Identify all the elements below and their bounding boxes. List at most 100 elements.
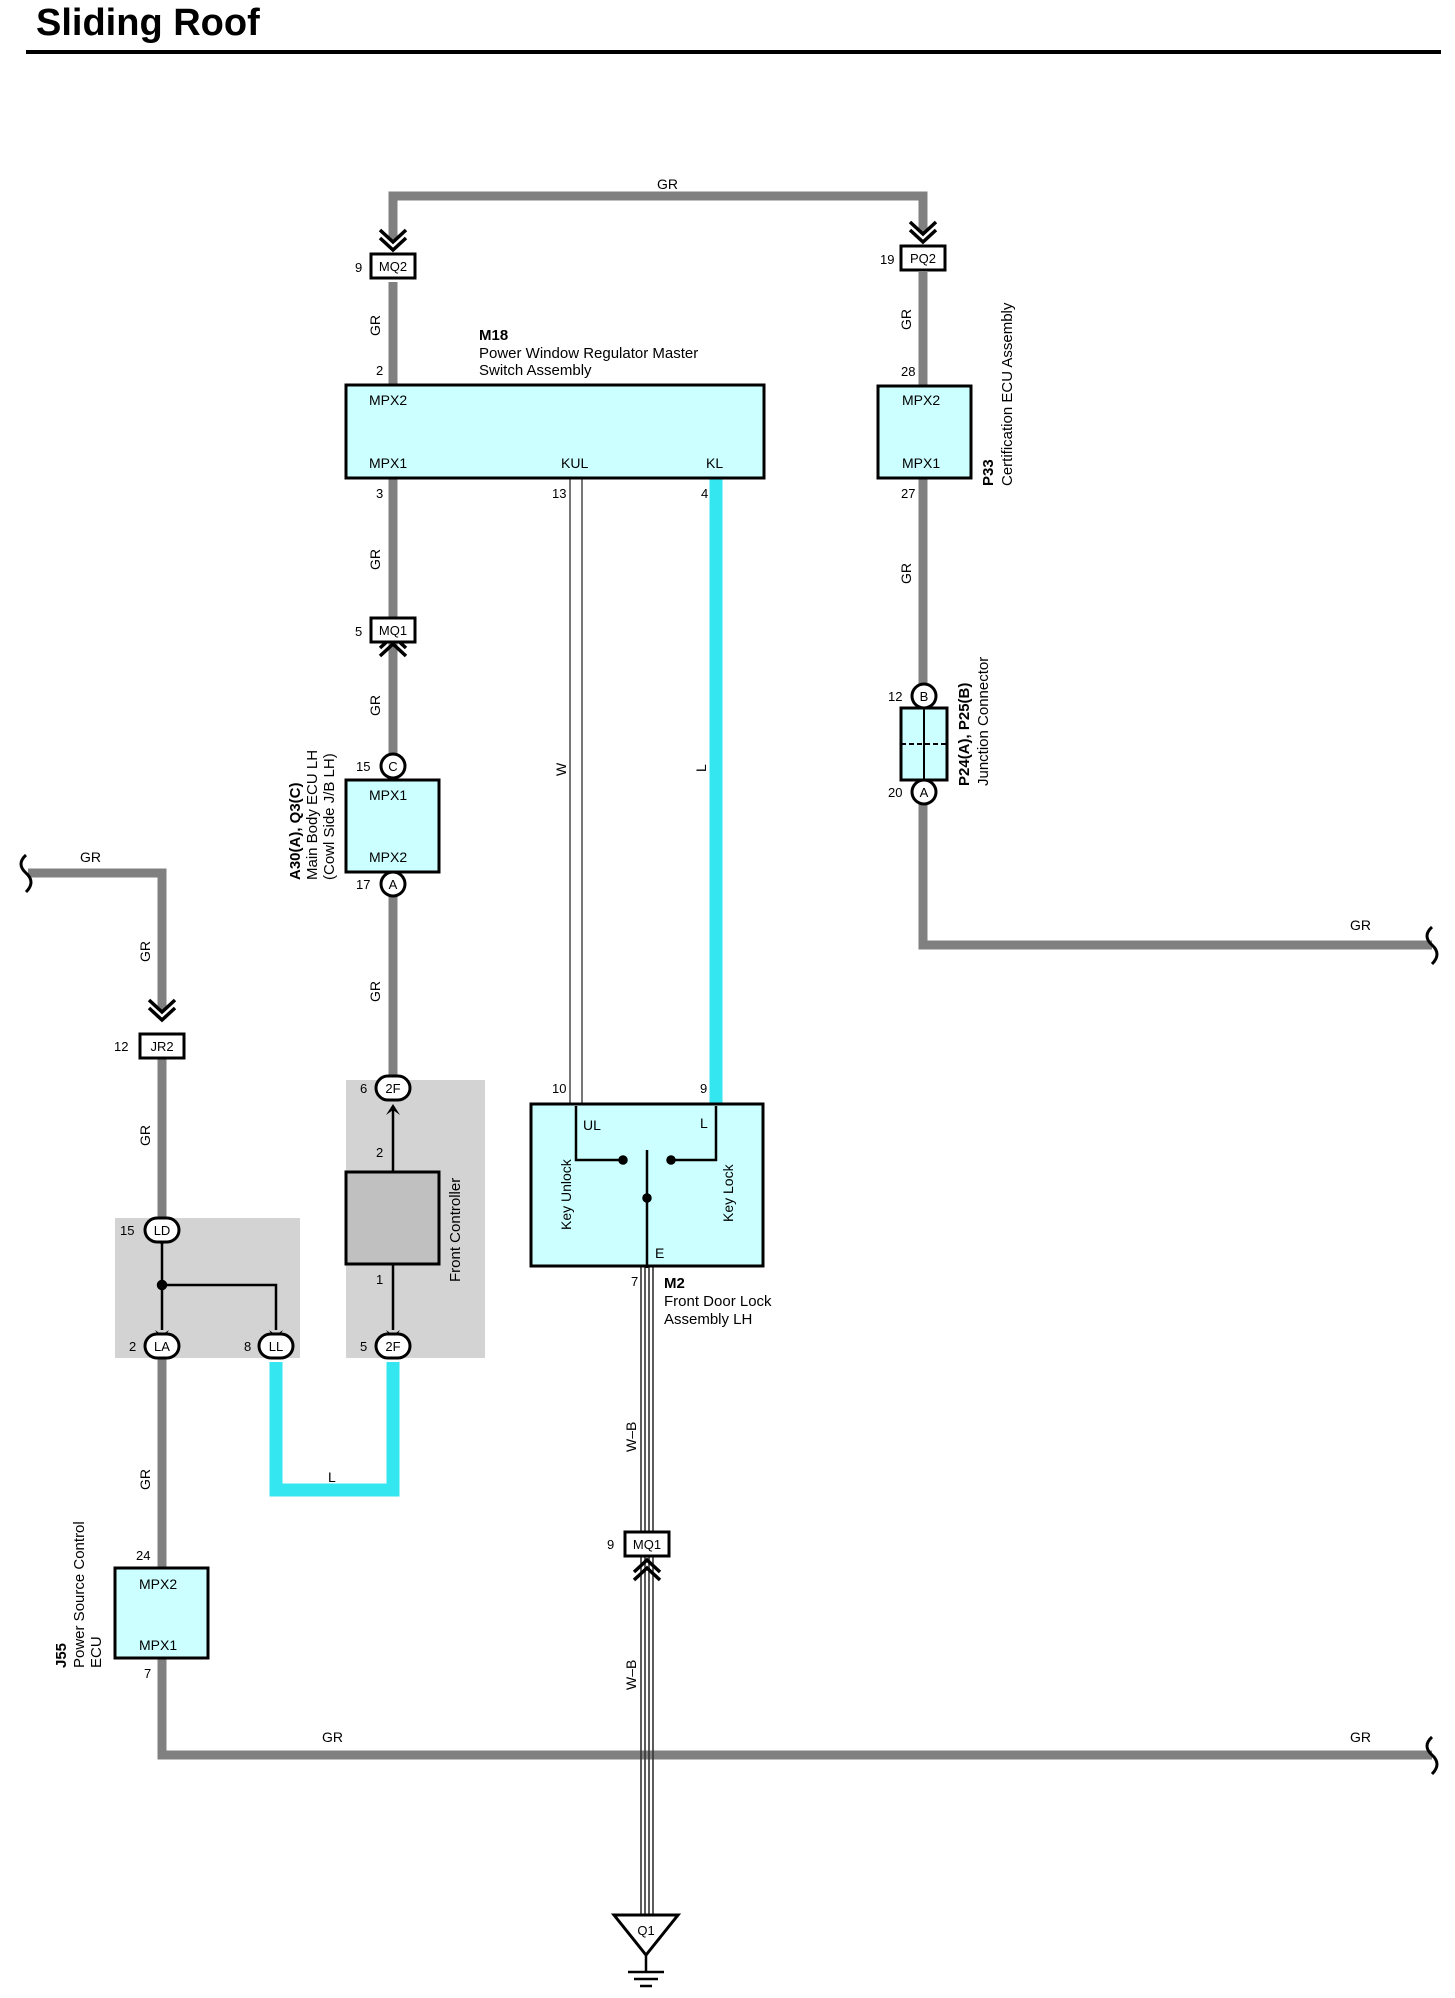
m2-pin-ul: UL bbox=[583, 1117, 601, 1133]
connector-ll bbox=[257, 1332, 295, 1360]
wire-break-right-top bbox=[1425, 925, 1439, 966]
pin-9-mq2: 9 bbox=[355, 260, 362, 275]
m2-switch bbox=[574, 1106, 718, 1250]
a30-name-2: (Cowl Side J/B LH) bbox=[321, 753, 338, 880]
chevrons bbox=[147, 220, 938, 1582]
connector-c bbox=[379, 752, 407, 780]
a30-pin-mpx1: MPX1 bbox=[369, 787, 407, 803]
pin-5-2f: 5 bbox=[360, 1339, 367, 1354]
m2-pin-e: E bbox=[655, 1245, 664, 1261]
connector-a bbox=[379, 870, 407, 898]
wire-l-ll-2f bbox=[269, 1362, 400, 1497]
p33-pin-mpx2: MPX2 bbox=[902, 392, 940, 408]
pin-1-fc: 1 bbox=[376, 1272, 383, 1287]
wire-label-wb-2: W–B bbox=[623, 1660, 639, 1690]
m18-pin-mpx2: MPX2 bbox=[369, 392, 407, 408]
a30-name-1: Main Body ECU LH bbox=[304, 750, 321, 880]
pin-28: 28 bbox=[901, 364, 915, 379]
connector-2f-bottom bbox=[374, 1332, 412, 1360]
connector-mq1-bottom-label: MQ1 bbox=[633, 1537, 661, 1552]
j55-box bbox=[113, 1566, 210, 1660]
p33-name: Certification ECU Assembly bbox=[999, 302, 1016, 486]
pin-8: 8 bbox=[244, 1339, 251, 1354]
pin-10: 10 bbox=[552, 1081, 566, 1096]
wire-label-w: W bbox=[553, 762, 569, 776]
pin-27: 27 bbox=[901, 486, 915, 501]
page-title: Sliding Roof bbox=[36, 2, 260, 44]
connector-a2 bbox=[910, 778, 938, 806]
ground-q1-label: Q1 bbox=[637, 1923, 654, 1938]
p33-pin-mpx1: MPX1 bbox=[902, 455, 940, 471]
connector-b-label: B bbox=[920, 689, 929, 704]
wire-label-gr-1: GR bbox=[367, 315, 383, 336]
wire-label-wb-1: W–B bbox=[623, 1422, 639, 1452]
wire-label-gr-6: GR bbox=[898, 563, 914, 584]
connector-mq1-bottom bbox=[623, 1530, 671, 1558]
wire-label-gr-top: GR bbox=[657, 176, 678, 192]
connector-mq1-top-label: MQ1 bbox=[379, 623, 407, 638]
m18-pin-kul: KUL bbox=[561, 455, 588, 471]
gray-wires bbox=[28, 191, 1432, 1760]
wire-break-right-bottom bbox=[1425, 1735, 1439, 1776]
a30-pin-mpx2: MPX2 bbox=[369, 849, 407, 865]
pin-17: 17 bbox=[356, 877, 370, 892]
wire-label-l-bottom: L bbox=[328, 1469, 336, 1485]
connector-a-label: A bbox=[389, 877, 398, 892]
wire-label-gr-4: GR bbox=[367, 981, 383, 1002]
pin-2-m18: 2 bbox=[376, 363, 383, 378]
pin-24: 24 bbox=[136, 1548, 150, 1563]
m2-name-2: Assembly LH bbox=[664, 1311, 752, 1328]
p24-code: P24(A), P25(B) bbox=[956, 683, 973, 786]
wire-gr-bottom bbox=[157, 1658, 1432, 1760]
m2-key-unlock: Key Unlock bbox=[558, 1158, 574, 1230]
pin-4: 4 bbox=[701, 486, 708, 501]
connector-pq2-label: PQ2 bbox=[910, 251, 936, 266]
wire-gr-p24-right bbox=[918, 798, 1432, 950]
m2-code: M2 bbox=[664, 1275, 685, 1292]
pin-9-mq1: 9 bbox=[607, 1537, 614, 1552]
wire-label-gr-5: GR bbox=[898, 309, 914, 330]
wire-label-gr-7: GR bbox=[137, 941, 153, 962]
pin-2-la: 2 bbox=[129, 1339, 136, 1354]
chevron-mq2 bbox=[378, 228, 408, 253]
m18-code: M18 bbox=[479, 327, 508, 344]
j55-name-1: Power Source Control bbox=[71, 1521, 88, 1668]
connector-2f-top bbox=[374, 1074, 412, 1102]
connector-b bbox=[910, 682, 938, 710]
pin-9-m2: 9 bbox=[700, 1081, 707, 1096]
wire-label-gr-bottom-right: GR bbox=[1350, 1729, 1371, 1745]
connector-c-label: C bbox=[388, 759, 397, 774]
j55-code: J55 bbox=[53, 1643, 70, 1668]
j55-pin-mpx1: MPX1 bbox=[139, 1637, 177, 1653]
title-rule bbox=[26, 50, 1441, 54]
connector-ld bbox=[143, 1216, 181, 1244]
connector-2f-bottom-label: 2F bbox=[385, 1339, 400, 1354]
wire-label-gr-9: GR bbox=[137, 1469, 153, 1490]
connector-ld-label: LD bbox=[154, 1223, 171, 1238]
m2-name-1: Front Door Lock bbox=[664, 1293, 772, 1310]
p24-name: Junction Connector bbox=[975, 657, 992, 786]
connector-mq2 bbox=[369, 252, 417, 280]
cyan-wires bbox=[269, 478, 723, 1497]
pin-15-c: 15 bbox=[356, 759, 370, 774]
wire-label-l: L bbox=[693, 764, 709, 772]
connector-jr2-label: JR2 bbox=[150, 1039, 173, 1054]
m18-pin-kl: KL bbox=[706, 455, 723, 471]
m2-pin-l: L bbox=[700, 1115, 708, 1131]
junction-connector-p24 bbox=[899, 706, 949, 782]
pin-3: 3 bbox=[376, 486, 383, 501]
pin-12-jr2: 12 bbox=[114, 1039, 128, 1054]
j55-name-2: ECU bbox=[88, 1636, 105, 1668]
j55-pin-mpx2: MPX2 bbox=[139, 1576, 177, 1592]
m18-name-2: Switch Assembly bbox=[479, 362, 592, 379]
pin-5-mq1: 5 bbox=[355, 624, 362, 639]
connector-ll-label: LL bbox=[269, 1339, 283, 1354]
connector-a2-label: A bbox=[920, 785, 929, 800]
ground-q1 bbox=[610, 1913, 682, 1988]
wire-w bbox=[569, 478, 583, 1104]
connector-mq1-top bbox=[369, 616, 417, 644]
wire-label-gr-3: GR bbox=[367, 695, 383, 716]
pin-19: 19 bbox=[880, 252, 894, 267]
wire-gr-top-loop bbox=[388, 191, 928, 240]
wire-gr-left-top bbox=[28, 868, 167, 1010]
